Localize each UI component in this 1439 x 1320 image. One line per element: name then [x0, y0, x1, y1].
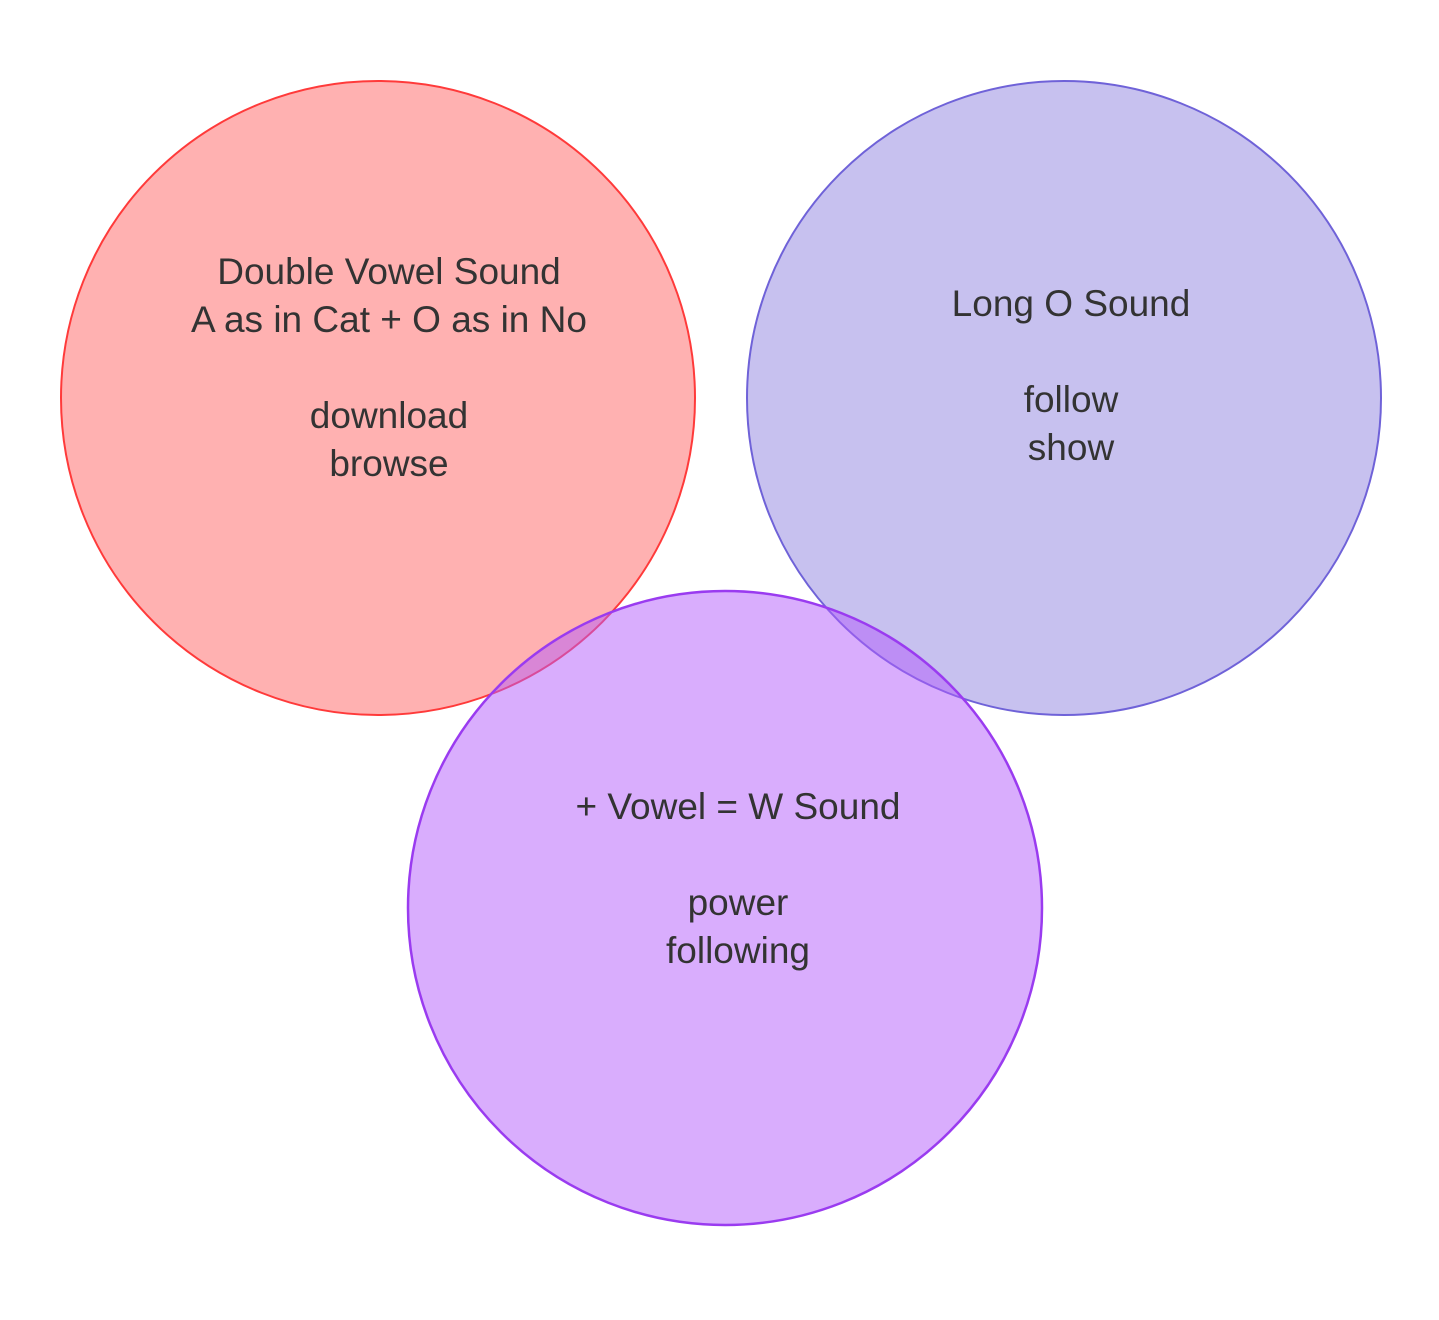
title-line: + Vowel = W Sound — [575, 786, 901, 827]
title-line: Long O Sound — [951, 283, 1191, 324]
example-word: show — [1027, 427, 1115, 468]
label-w-sound: + Vowel = W Sound power following — [576, 783, 901, 975]
example-word: power — [687, 882, 789, 923]
example-word: following — [666, 930, 810, 971]
title-line: Double Vowel Sound — [217, 251, 561, 292]
spacer — [191, 344, 587, 392]
example-word: follow — [1023, 379, 1119, 420]
label-double-vowel: Double Vowel Sound A as in Cat + O as in… — [191, 248, 587, 488]
circle-w-sound — [406, 589, 1044, 1227]
title-line: A as in Cat + O as in No — [191, 299, 587, 340]
spacer — [576, 831, 901, 879]
example-word: download — [309, 395, 469, 436]
circle-long-o — [746, 80, 1382, 716]
label-long-o: Long O Sound follow show — [952, 280, 1191, 472]
example-word: browse — [329, 443, 449, 484]
spacer — [952, 328, 1191, 376]
circle-double-vowel — [60, 80, 696, 716]
